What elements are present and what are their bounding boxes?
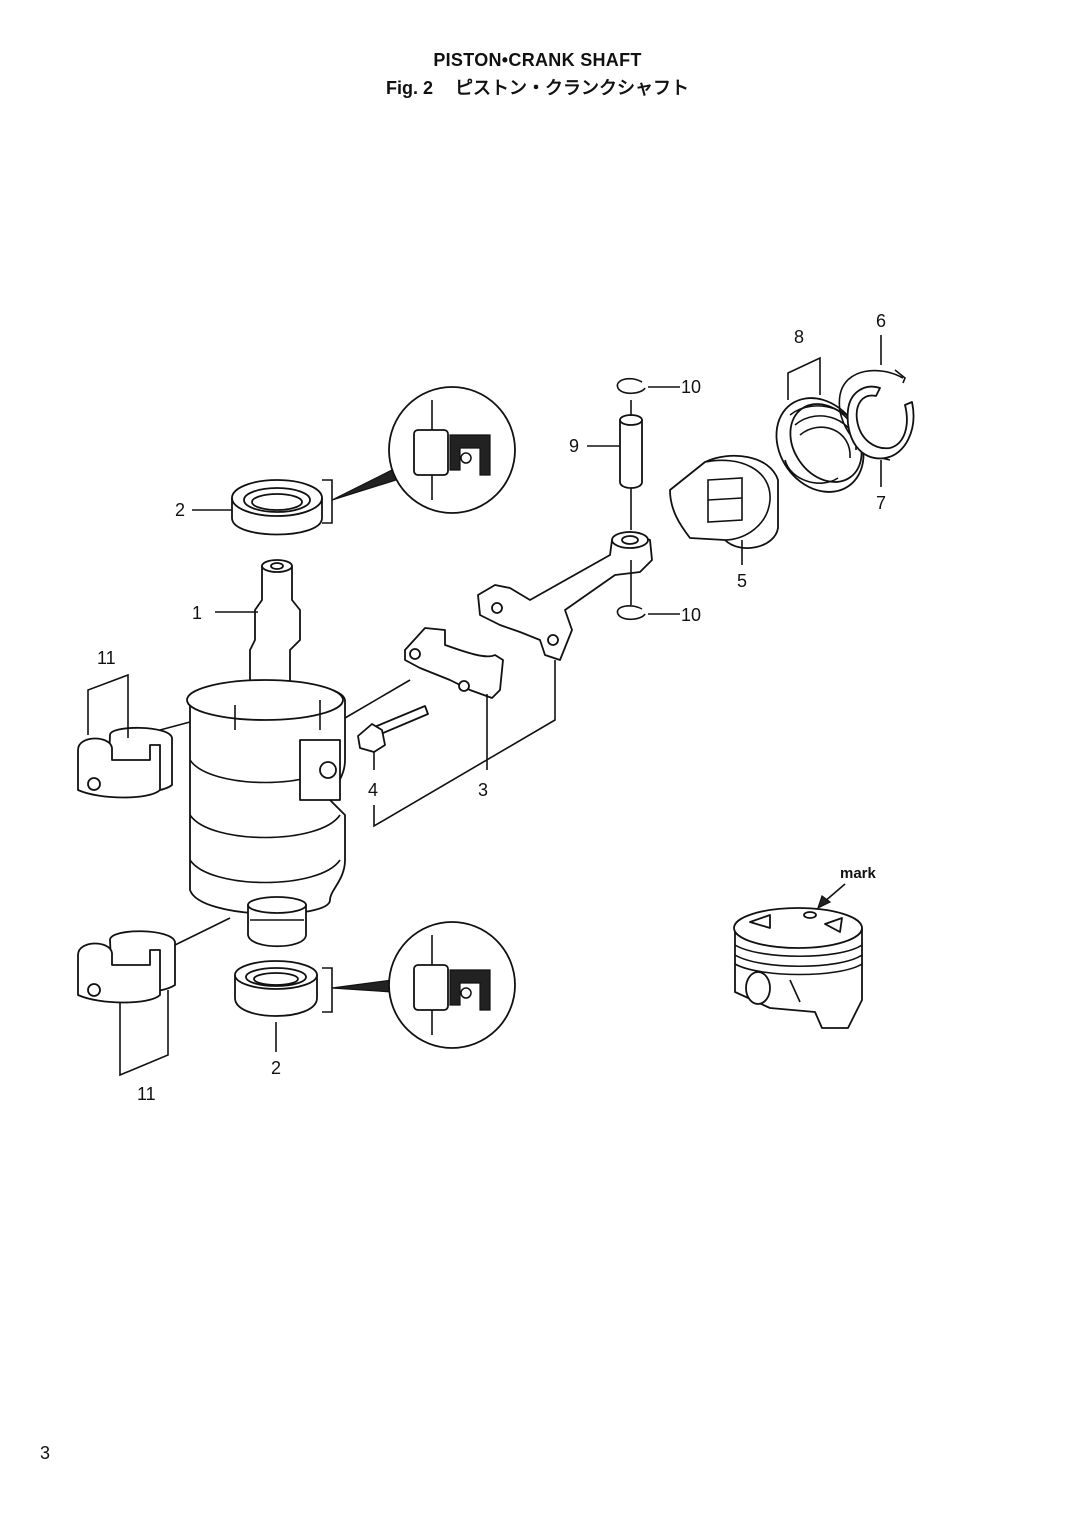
rod-cap-part: [404, 627, 504, 699]
connecting-rod-part: [477, 531, 653, 661]
oil-seal-section-detail-top: [388, 386, 516, 514]
figure-title-japanese: ピストン・クランクシャフト: [455, 78, 689, 98]
callout-2-top: 2: [175, 500, 185, 520]
crank-shaft-part: [186, 559, 346, 948]
callout-11-top: 11: [97, 648, 116, 668]
piston-part: [669, 454, 779, 549]
callout-10-top: 10: [681, 377, 701, 397]
callout-7: 7: [876, 493, 886, 513]
leader-11-bottom: [119, 990, 169, 1077]
piston-pin-clip-bottom-part: [616, 605, 646, 621]
leader-11-top: [87, 673, 129, 738]
callout-8: 8: [794, 327, 804, 347]
callout-10-bottom: 10: [681, 605, 701, 625]
oil-seal-lower-part: [234, 960, 318, 1017]
bearing-upper-part: [77, 726, 173, 799]
callout-5: 5: [737, 571, 747, 591]
leader-8: [787, 356, 821, 400]
callout-4: 4: [368, 780, 378, 800]
figure-caption: Fig. 2 ピストン・クランクシャフト: [0, 74, 1075, 100]
figure-number: Fig. 2: [385, 78, 433, 98]
piston-mark-view: [733, 907, 863, 1029]
callout-11-bottom: 11: [137, 1084, 156, 1104]
page-number: 3: [40, 1443, 51, 1463]
callout-1: 1: [192, 603, 202, 623]
piston-pin-part: [619, 414, 643, 489]
callout-9: 9: [569, 436, 579, 456]
callout-2-bottom: 2: [271, 1058, 281, 1078]
piston-ring-second-part: [846, 385, 915, 460]
rod-bolt-part: [357, 705, 429, 753]
mark-arrow: [823, 883, 846, 903]
piston-pin-clip-top-part: [616, 377, 646, 395]
callout-3: 3: [478, 780, 488, 800]
oil-seal-section-detail-bottom: [388, 921, 516, 1049]
bearing-lower-part: [77, 930, 176, 1004]
diagram-title: PISTON•CRANK SHAFT: [433, 50, 642, 70]
oil-seal-upper-part: [231, 479, 323, 536]
mark-label: mark: [840, 865, 877, 882]
callout-6: 6: [876, 311, 886, 331]
